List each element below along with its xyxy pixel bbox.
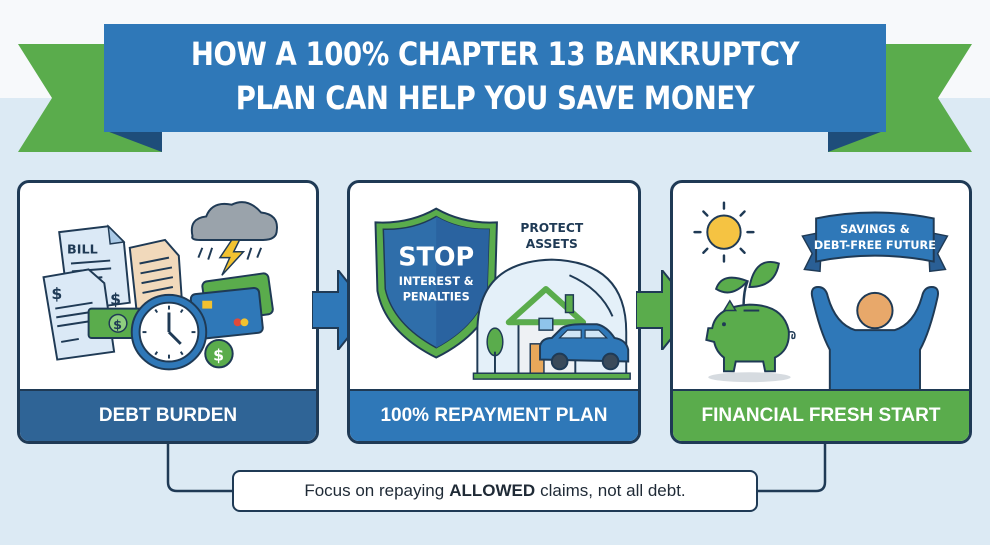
step-card-repayment-plan: STOP INTEREST & PENALTIES PROTECT ASSETS	[347, 180, 641, 444]
svg-text:$: $	[113, 318, 122, 333]
svg-text:SAVINGS &: SAVINGS &	[840, 223, 910, 236]
svg-text:INTEREST &: INTEREST &	[399, 275, 474, 288]
note-text-before: Focus on repaying	[304, 481, 445, 500]
note-text-after: claims, not all debt.	[540, 481, 686, 500]
clock-icon	[130, 293, 208, 371]
piggy-bank-icon	[705, 299, 796, 373]
svg-text:$: $	[110, 290, 121, 309]
tree-icon	[486, 327, 504, 374]
step-label-fresh-start: FINANCIAL FRESH START	[673, 389, 969, 441]
allowed-claims-note: Focus on repaying ALLOWED claims, not al…	[232, 470, 758, 512]
svg-text:$: $	[51, 284, 62, 303]
ribbon-center	[104, 24, 886, 132]
sprout-icon	[714, 261, 780, 307]
car-icon	[539, 323, 630, 371]
person-celebrating-icon	[810, 286, 939, 392]
svg-text:PENALTIES: PENALTIES	[403, 291, 470, 304]
fresh-start-illustration: SAVINGS & DEBT-FREE FUTURE	[693, 201, 949, 392]
repayment-plan-illustration: STOP INTEREST & PENALTIES PROTECT ASSETS	[374, 207, 631, 380]
title-banner	[18, 24, 972, 152]
step-label-debt-burden: DEBT BURDEN	[20, 389, 316, 441]
step-card-fresh-start: SAVINGS & DEBT-FREE FUTURE FINANCIAL FRE…	[670, 180, 972, 444]
svg-text:$: $	[213, 346, 224, 365]
sun-icon	[693, 201, 755, 263]
page-title: HOW A 100% CHAPTER 13 BANKRUPTCY PLAN CA…	[159, 32, 832, 120]
ribbon-icon: SAVINGS & DEBT-FREE FUTURE	[801, 211, 949, 273]
coin-icon: $	[204, 338, 234, 369]
title-line-2: PLAN CAN HELP YOU SAVE MONEY	[235, 79, 755, 117]
step-label-repayment-plan: 100% REPAYMENT PLAN	[350, 389, 638, 441]
shield-icon: STOP INTEREST & PENALTIES	[374, 207, 498, 359]
lightning-icon	[218, 239, 246, 276]
svg-text:STOP: STOP	[398, 242, 474, 272]
storm-cloud-icon	[190, 201, 278, 276]
debt-burden-illustration: BILL $ $	[42, 201, 278, 371]
credit-card-icon	[189, 272, 274, 340]
ribbon-right-fold	[828, 130, 886, 152]
note-emphasis: ALLOWED	[449, 481, 536, 500]
ground-icon	[472, 372, 631, 380]
ribbon-left-fold	[104, 130, 162, 152]
svg-text:DEBT-FREE FUTURE: DEBT-FREE FUTURE	[814, 239, 936, 252]
protect-assets-line-2: ASSETS	[526, 237, 578, 251]
protect-assets-line-1: PROTECT	[520, 221, 583, 235]
step-card-debt-burden: BILL $ $	[17, 180, 319, 444]
svg-text:BILL: BILL	[67, 243, 98, 258]
title-line-1: HOW A 100% CHAPTER 13 BANKRUPTCY	[190, 35, 800, 73]
